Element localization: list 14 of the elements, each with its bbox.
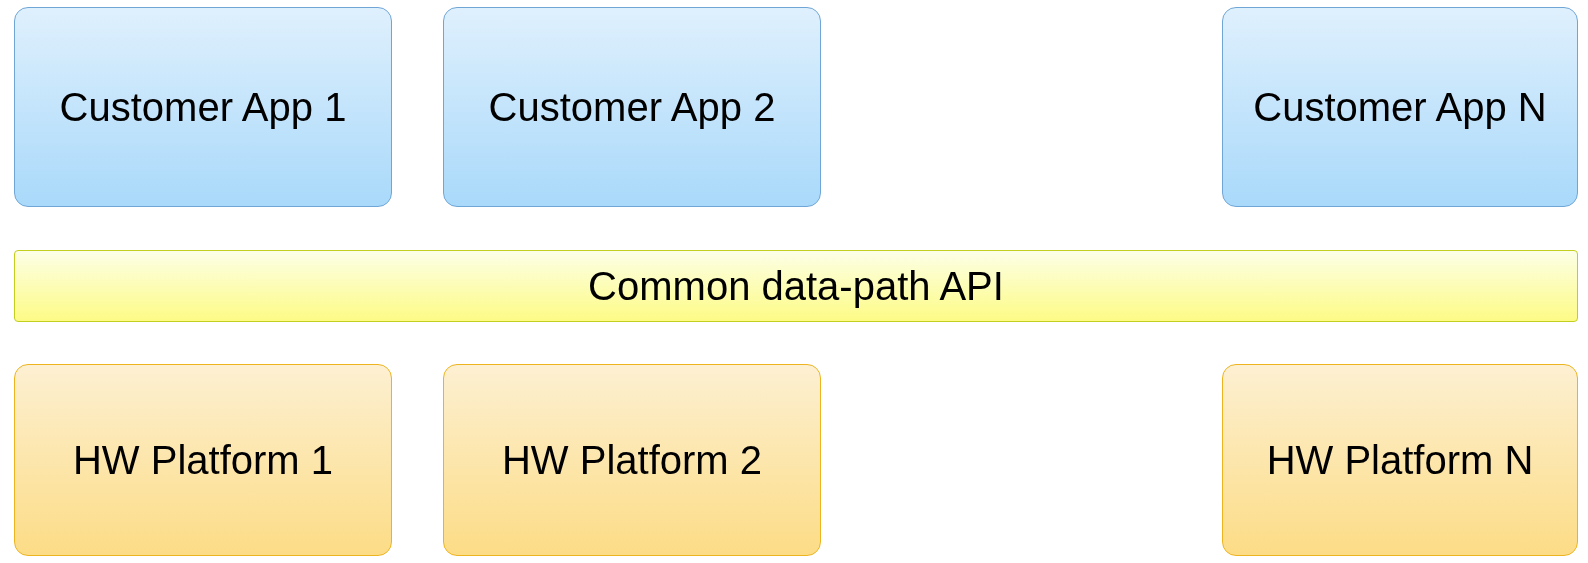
box-label: Customer App 2	[488, 84, 776, 130]
box-label: HW Platform 2	[501, 437, 762, 483]
box-label: Customer App 1	[59, 84, 347, 130]
api-layer-bar	[14, 250, 1578, 322]
app-box	[443, 7, 821, 207]
platform-box	[1222, 364, 1578, 556]
app-box	[1222, 7, 1578, 207]
box-label: HW Platform N	[1266, 437, 1534, 483]
box-label: Common data-path API	[588, 263, 1004, 309]
platform-box	[443, 364, 821, 556]
app-box	[14, 7, 392, 207]
box-label: Customer App N	[1253, 84, 1547, 130]
box-label: HW Platform 1	[72, 437, 333, 483]
platform-box	[14, 364, 392, 556]
